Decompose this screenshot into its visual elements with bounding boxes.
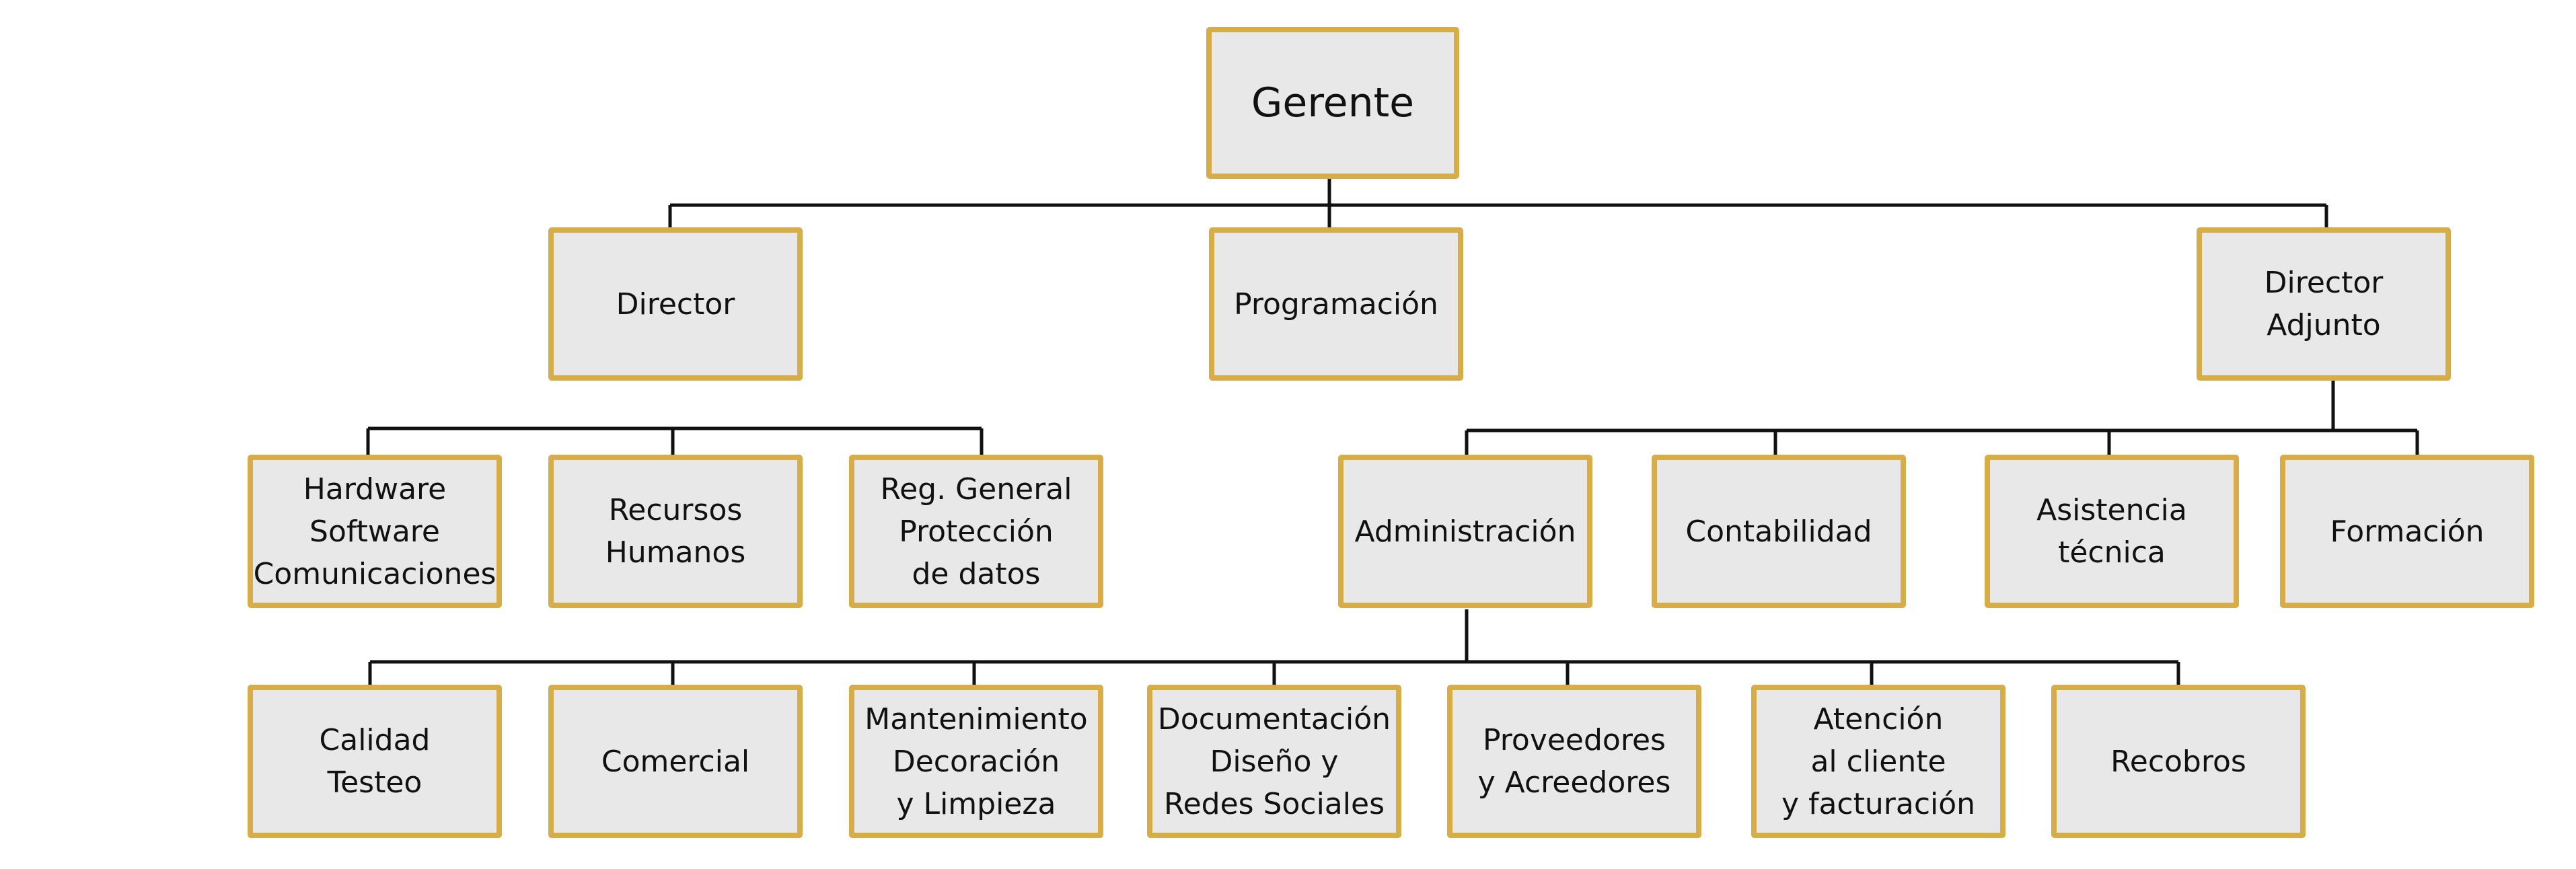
node-gerente: Gerente bbox=[1206, 27, 1459, 179]
node-recobros: Recobros bbox=[2051, 685, 2306, 838]
node-comercial-label: Comercial bbox=[601, 744, 750, 779]
node-reg-general-label: Reg. General Protección de datos bbox=[881, 468, 1072, 595]
node-hardware-line-2: Software bbox=[309, 514, 440, 549]
node-administracion-label: Administración bbox=[1354, 514, 1576, 549]
node-reg-general-line-1: Reg. General bbox=[880, 471, 1072, 506]
node-calidad-testeo-label: Calidad Testeo bbox=[320, 719, 431, 804]
node-programacion-label: Programación bbox=[1234, 287, 1438, 322]
node-administracion: Administración bbox=[1338, 455, 1592, 608]
connector-director bbox=[366, 426, 984, 455]
node-proveedores: Proveedores y Acreedores bbox=[1447, 685, 1701, 838]
node-reg-general-line-2: Protección bbox=[899, 514, 1054, 549]
node-atencion-line-1: Atención bbox=[1813, 702, 1944, 736]
node-hardware-line-1: Hardware bbox=[303, 471, 447, 506]
node-atencion-line-3: y facturación bbox=[1781, 786, 1976, 821]
node-asistencia-tecnica-label: Asistencia técnica bbox=[2036, 489, 2187, 574]
node-asistencia-line-1: Asistencia bbox=[2036, 493, 2187, 527]
node-hardware-software: Hardware Software Comunicaciones bbox=[248, 455, 502, 608]
node-mantenimiento: Mantenimiento Decoración y Limpieza bbox=[849, 685, 1103, 838]
node-reg-general-line-3: de datos bbox=[912, 556, 1041, 591]
connector-gerente bbox=[668, 179, 2328, 229]
node-hardware-line-3: Comunicaciones bbox=[253, 556, 496, 591]
node-director-label: Director bbox=[616, 287, 735, 322]
connector-director-adjunto bbox=[1465, 381, 2419, 455]
node-proveedores-line-2: y Acreedores bbox=[1477, 765, 1671, 800]
node-calidad-line-1: Calidad bbox=[319, 723, 431, 757]
node-director-adjunto-line-1: Director bbox=[2264, 266, 2384, 300]
node-director-adjunto-line-2: Adjunto bbox=[2267, 308, 2381, 342]
node-director-adjunto: Director Adjunto bbox=[2197, 227, 2451, 381]
node-formacion-label: Formación bbox=[2330, 514, 2485, 549]
node-documentacion-line-2: Diseño y bbox=[1210, 744, 1339, 779]
node-asistencia-tecnica: Asistencia técnica bbox=[1985, 455, 2239, 608]
node-documentacion: Documentación Diseño y Redes Sociales bbox=[1147, 685, 1401, 838]
node-recursos-humanos: Recursos Humanos bbox=[548, 455, 803, 608]
node-proveedores-label: Proveedores y Acreedores bbox=[1478, 719, 1671, 804]
node-mantenimiento-line-2: Decoración bbox=[892, 744, 1060, 779]
node-programacion: Programación bbox=[1209, 227, 1463, 381]
node-asistencia-line-2: técnica bbox=[2058, 535, 2166, 570]
node-gerente-label: Gerente bbox=[1251, 79, 1415, 126]
node-documentacion-line-1: Documentación bbox=[1157, 702, 1391, 736]
node-documentacion-line-3: Redes Sociales bbox=[1163, 786, 1385, 821]
node-atencion-cliente-label: Atención al cliente y facturación bbox=[1781, 698, 1975, 825]
node-atencion-cliente: Atención al cliente y facturación bbox=[1751, 685, 2005, 838]
node-recursos-humanos-label: Recursos Humanos bbox=[605, 489, 746, 574]
node-recursos-line-1: Recursos bbox=[608, 493, 743, 527]
node-director-adjunto-label: Director Adjunto bbox=[2265, 262, 2384, 346]
node-formacion: Formación bbox=[2280, 455, 2534, 608]
node-mantenimiento-line-3: y Limpieza bbox=[896, 786, 1056, 821]
node-documentacion-label: Documentación Diseño y Redes Sociales bbox=[1158, 698, 1391, 825]
node-contabilidad-label: Contabilidad bbox=[1685, 514, 1872, 549]
node-hardware-software-label: Hardware Software Comunicaciones bbox=[254, 468, 496, 595]
node-recursos-line-2: Humanos bbox=[605, 535, 746, 570]
node-comercial: Comercial bbox=[548, 685, 803, 838]
node-reg-general: Reg. General Protección de datos bbox=[849, 455, 1103, 608]
node-calidad-line-2: Testeo bbox=[327, 765, 422, 800]
node-director: Director bbox=[548, 227, 803, 381]
node-atencion-line-2: al cliente bbox=[1810, 744, 1946, 779]
node-mantenimiento-line-1: Mantenimiento bbox=[864, 702, 1088, 736]
node-recobros-label: Recobros bbox=[2110, 744, 2246, 779]
node-calidad-testeo: Calidad Testeo bbox=[248, 685, 502, 838]
node-proveedores-line-1: Proveedores bbox=[1483, 723, 1666, 757]
node-mantenimiento-label: Mantenimiento Decoración y Limpieza bbox=[864, 698, 1087, 825]
connector-administracion bbox=[368, 609, 2180, 685]
node-contabilidad: Contabilidad bbox=[1652, 455, 1906, 608]
